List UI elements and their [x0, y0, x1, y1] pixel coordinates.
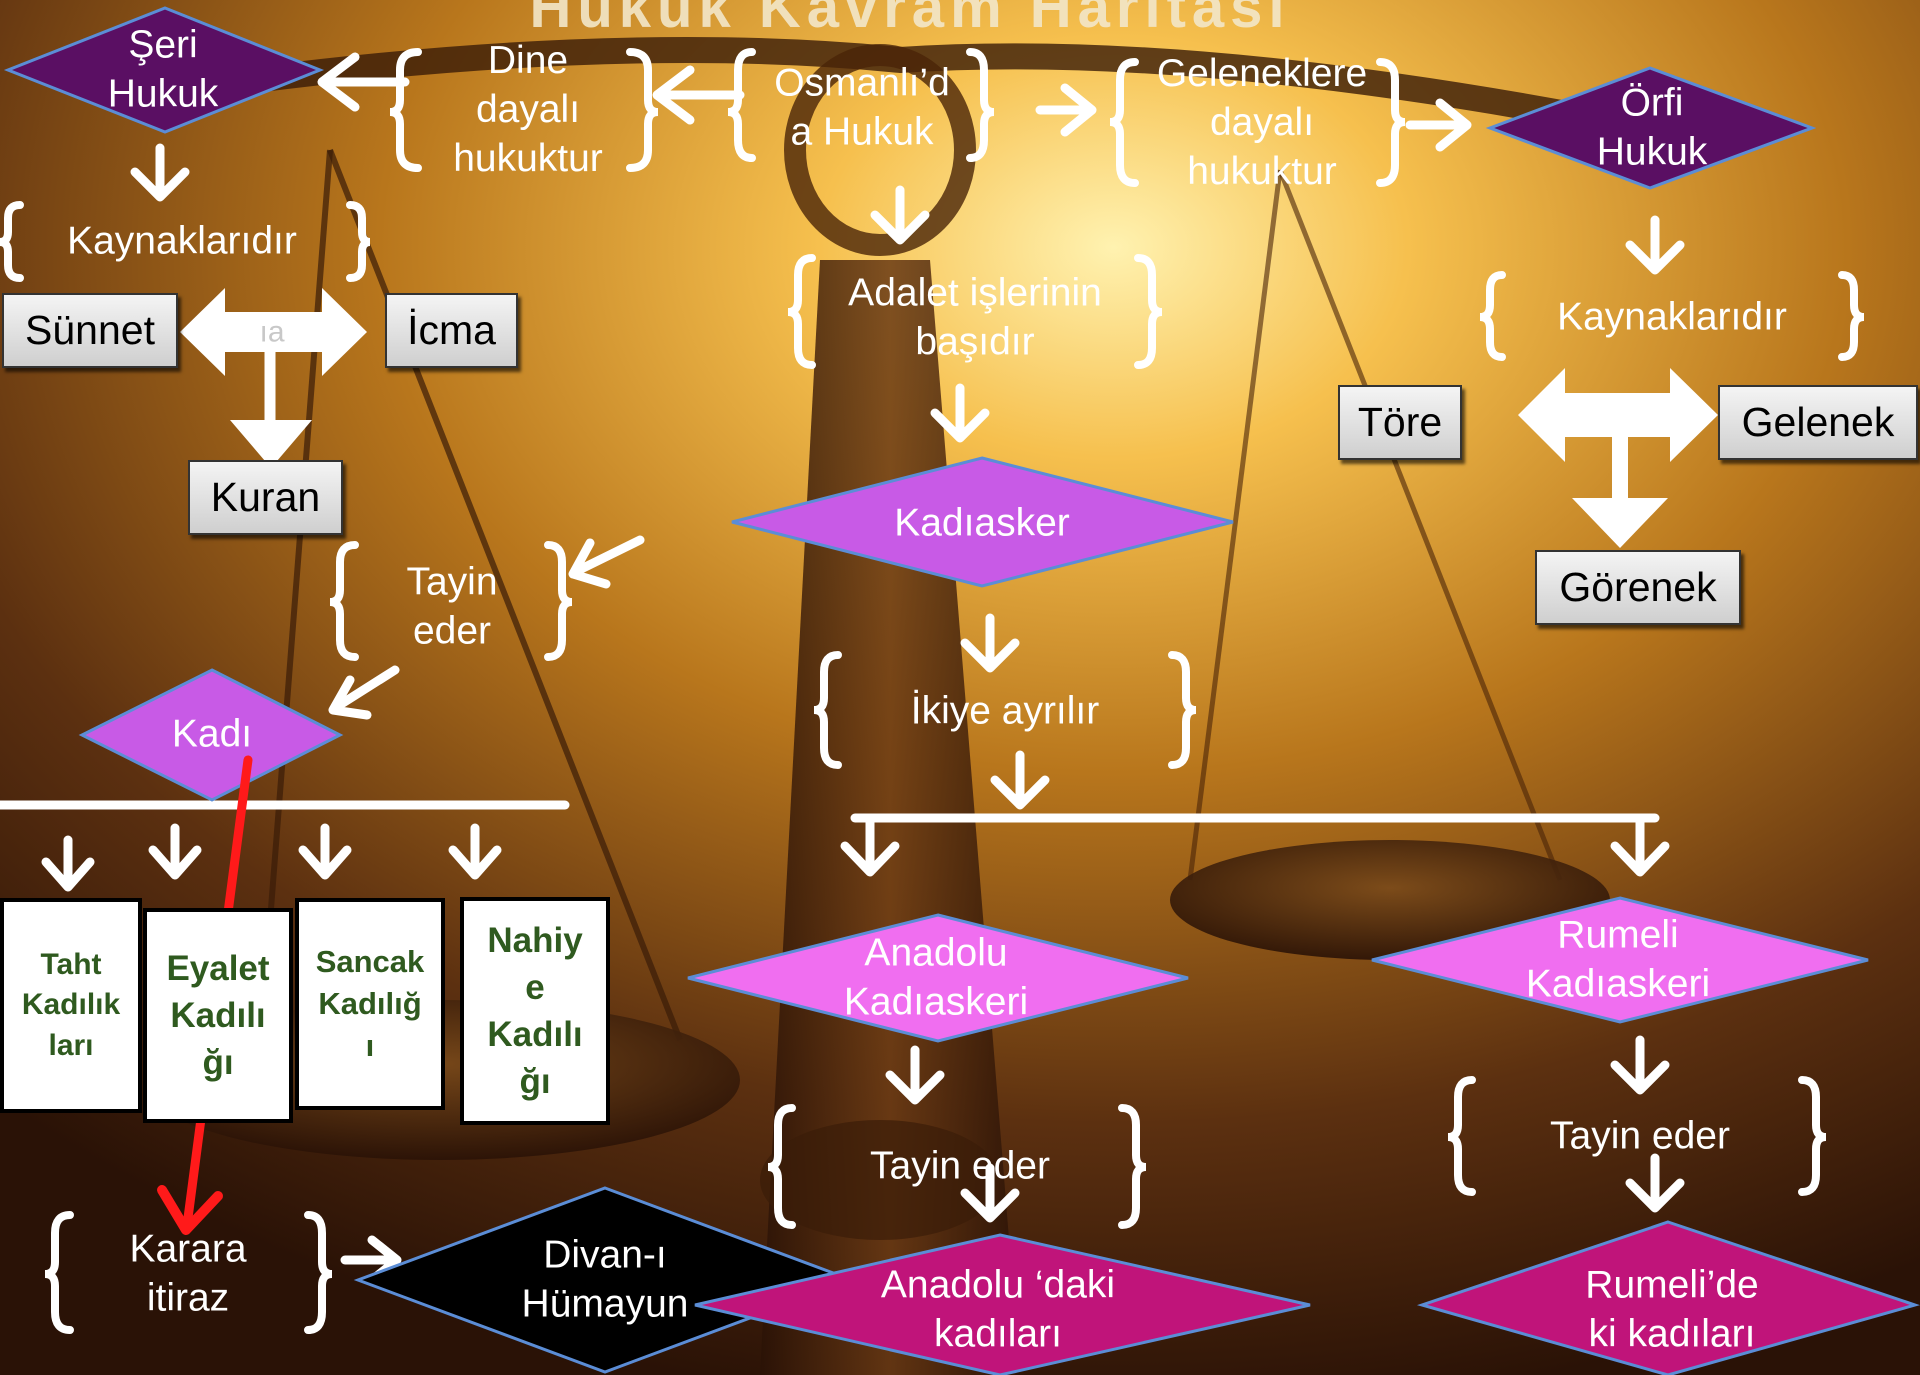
arrow-down-osmanli-icon [870, 185, 930, 245]
arrow-to-orfi-icon [1405, 98, 1472, 152]
arrow-down-kadiasker-icon [960, 613, 1020, 673]
arrow-down-tayin-mid-icon [960, 1163, 1020, 1223]
rumeli-kadilari-diamond [1416, 1220, 1920, 1375]
taht-card: Taht Kadılık ları [0, 898, 142, 1113]
arrow-to-gelenek-dayali-icon [1035, 83, 1097, 137]
arrow-down-ikiye-icon [990, 750, 1050, 810]
kuran-box: Kuran [188, 460, 343, 535]
orfi-diamond [1485, 66, 1817, 190]
arrow-to-taht-icon [41, 835, 95, 892]
page-title: Hukuk Kavram Haritası [529, 0, 1291, 40]
anadolu-kad-diamond [687, 913, 1189, 1043]
arrow-to-anadolu-icon [840, 815, 900, 877]
tayin-right-label: Tayin eder [1550, 1114, 1730, 1158]
tayin-mid-label: Tayin eder [870, 1144, 1050, 1188]
arrow-down-orfi-icon [1625, 215, 1685, 275]
rumeli-kad-diamond [1371, 896, 1869, 1024]
tore-box: Töre [1338, 385, 1462, 460]
dine-dayali-label: Dine dayalı hukuktur [453, 38, 603, 180]
divan-label: Divan-ı Hümayun [521, 1233, 689, 1325]
sunnet-box: Sünnet [2, 293, 178, 368]
rumeli-kadilari-label: Rumeli’de ki kadıları [1585, 1263, 1759, 1355]
seri-hukuk-label: Şeri Hukuk [107, 23, 219, 115]
ikiye-label: İkiye ayrılır [910, 689, 1100, 733]
tayin-left-label: Tayin eder [406, 560, 498, 652]
double-arrow-right-icon [1518, 368, 1718, 462]
eyalet-card: Eyalet Kadılı ğı [143, 908, 293, 1123]
braces-layer [0, 48, 1865, 1334]
sancak-card: Sancak Kadılığ ı [295, 898, 445, 1110]
arrow-to-nahiye-icon [448, 823, 502, 880]
anadolu-kadilari-label: Anadolu ‘daki kadıları [880, 1263, 1116, 1355]
nahiye-card: Nahiy e Kadılı ğı [460, 897, 610, 1125]
kaynaklar-left-label: Kaynaklarıdır [67, 219, 297, 263]
seri-diamond [3, 6, 325, 134]
arrow-to-tayin-left-icon [568, 535, 645, 589]
arrow-down-tayin-right-icon [1625, 1153, 1685, 1213]
arrow-down-rumeli-kad-icon [1610, 1035, 1670, 1095]
arrow-head-kuran-icon [230, 420, 312, 468]
rumeli-kadiaskeri-label: Rumeli Kadıaskeri [1525, 913, 1711, 1005]
arrow-head-gorenek-icon [1572, 498, 1668, 548]
arrow-to-rumeli-icon [1610, 815, 1670, 877]
arrow-to-eyalet-icon [148, 823, 202, 880]
kadiasker-label: Kadıasker [894, 501, 1070, 545]
kadiasker-diamond [731, 456, 1234, 588]
arrows-layer [0, 52, 1703, 1285]
anadolu-kadilari-diamond [694, 1233, 1311, 1375]
arrow-to-sancak-icon [298, 823, 352, 880]
karara-itiraz-label: Karara itiraz [129, 1227, 247, 1319]
kadi-diamond [78, 668, 344, 802]
arrow-to-seri-icon [317, 52, 410, 112]
osmanli-hukuk-label: Osmanlı’d a Hukuk [774, 61, 950, 153]
double-arrow-left-icon [180, 288, 367, 376]
kadi-label: Kadı [171, 712, 253, 756]
geleneklere-dayali-label: Geleneklere dayalı hukuktur [1156, 51, 1368, 193]
gorenek-box: Görenek [1535, 550, 1741, 625]
arrow-down-anadolu-kad-icon [885, 1045, 945, 1105]
arrow-to-kadi-icon [328, 665, 400, 720]
arrow-to-dine-icon [652, 65, 745, 125]
gelenek-box: Gelenek [1718, 385, 1918, 460]
arrow-down-adalet-icon [930, 383, 990, 443]
kaynaklar-right-label: Kaynaklarıdır [1557, 295, 1787, 339]
arrow-down-seri-icon [130, 143, 190, 202]
orfi-hukuk-label: Örfi Hukuk [1596, 81, 1708, 173]
icma-box: İcma [385, 293, 518, 368]
hidden-fragment: ıa [259, 315, 285, 349]
divan-diamond [353, 1186, 857, 1374]
adalet-label: Adalet işlerinin başıdır [848, 271, 1102, 363]
anadolu-kadiaskeri-label: Anadolu Kadıaskeri [843, 931, 1029, 1023]
